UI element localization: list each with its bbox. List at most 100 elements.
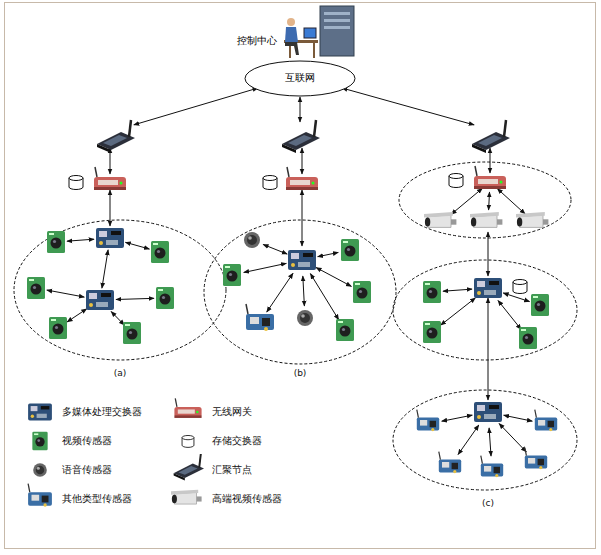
link-arrow [125, 242, 149, 249]
gw-icon [94, 167, 126, 190]
link-arrow [102, 250, 108, 288]
st-icon [513, 280, 527, 294]
person-legs [285, 42, 299, 55]
st-icon [69, 176, 83, 190]
vs-icon [519, 327, 537, 349]
cluster-outline [204, 220, 396, 364]
link-arrow [300, 97, 301, 122]
monitor [304, 28, 316, 38]
control-center-node: 控制中心 [236, 34, 278, 48]
legend-text: 多媒体处理交换器 [62, 406, 142, 418]
link-arrow [302, 190, 303, 246]
ot-icon [28, 484, 52, 507]
link-arrow [497, 189, 525, 214]
node-text: 互联网 [285, 71, 315, 85]
link-arrow [263, 244, 287, 254]
gw-icon [474, 166, 506, 189]
voice-icon [33, 463, 47, 477]
cam-icon [424, 212, 456, 227]
link-arrow [442, 415, 473, 421]
vs-icon [531, 294, 549, 316]
vs-icon [223, 264, 241, 286]
link-arrow [318, 252, 339, 256]
vs-icon [27, 277, 45, 299]
vs-icon [47, 231, 65, 253]
link-arrow [489, 428, 491, 456]
vs-icon [123, 322, 141, 344]
link-arrow [303, 276, 305, 306]
link-arrow [302, 148, 303, 174]
legend-text: 无线网关 [212, 406, 252, 418]
mm-icon [288, 250, 316, 270]
sink-icon [97, 120, 135, 153]
gw-icon [286, 167, 318, 190]
ellipse-shape [245, 61, 355, 96]
node-text: 控制中心 [236, 34, 278, 48]
cam-icon [516, 212, 548, 227]
legend-text: 语音传感器 [62, 464, 112, 476]
ot-icon [439, 452, 461, 474]
vs-icon [353, 281, 371, 303]
link-arrow [67, 239, 94, 241]
vs-icon [336, 319, 354, 341]
link-arrow [503, 293, 529, 302]
link-arrow [490, 148, 491, 173]
link-arrow [441, 298, 476, 325]
server-slot [324, 26, 350, 29]
legend-text: 视频传感器 [62, 435, 112, 447]
ot-icon [481, 456, 503, 478]
vs-icon [341, 239, 359, 261]
link-arrow [111, 311, 124, 325]
st-icon [449, 174, 463, 188]
mm-icon [86, 290, 114, 310]
st-icon [182, 435, 194, 447]
mm-icon [28, 404, 52, 421]
sink-icon [472, 120, 510, 153]
link-arrow [458, 425, 479, 454]
control-center-icon [284, 6, 354, 58]
person-head [287, 18, 295, 26]
link-arrow [310, 274, 338, 320]
mm-icon [96, 228, 124, 248]
server-slot [324, 19, 350, 22]
st-icon [263, 176, 277, 190]
person-body [285, 27, 298, 42]
link-arrow [342, 88, 474, 125]
mm-icon [474, 402, 502, 422]
link-arrow [504, 415, 533, 421]
link-arrow [67, 309, 87, 322]
link-arrow [451, 188, 482, 214]
mm-icon [474, 278, 502, 298]
ot-icon [246, 304, 274, 331]
link-arrow [488, 232, 489, 276]
link-arrow [134, 88, 258, 125]
server-slot [324, 12, 350, 15]
legend-text: 汇聚节点 [212, 464, 252, 476]
legend-text: 高端视频传感器 [212, 493, 282, 505]
cam-icon [171, 490, 202, 504]
link-arrow [116, 298, 154, 299]
sink-icon [174, 454, 204, 480]
server-tower [320, 6, 354, 56]
cluster-outline [14, 220, 226, 360]
link-arrow [488, 192, 490, 210]
vs-icon [151, 241, 169, 263]
ot-icon [525, 448, 547, 470]
voice-icon [244, 232, 260, 248]
link-arrow [267, 273, 293, 312]
network-ellipse: 互联网 [244, 60, 356, 97]
voice-icon [297, 310, 313, 326]
cluster-outline [393, 260, 577, 360]
link-arrow [488, 298, 489, 400]
link-arrow [499, 424, 526, 452]
panel-label: (b) [294, 368, 307, 379]
desk-leg [313, 43, 315, 58]
link-arrow [316, 268, 351, 287]
vs-icon [156, 287, 174, 309]
vs-icon [32, 432, 47, 451]
legend-text: 其他类型传感器 [62, 493, 132, 505]
ot-icon [417, 410, 439, 432]
link-arrow [110, 190, 111, 226]
gw-icon [174, 398, 201, 418]
